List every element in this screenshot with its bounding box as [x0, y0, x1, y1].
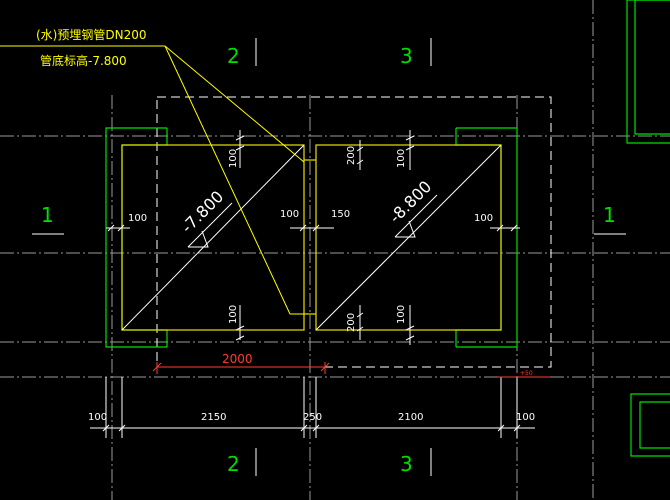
left-pit	[121, 144, 305, 331]
dim-left-pit-right: 100	[280, 209, 299, 220]
pit-diagonals	[121, 144, 502, 331]
highlight-dimension	[152, 362, 550, 378]
annotation-leader	[0, 45, 305, 315]
axis-label-2-bottom: 2	[227, 452, 240, 476]
axis-markers	[32, 38, 626, 476]
axis-label-3-bottom: 3	[400, 452, 413, 476]
dim-center: 150	[331, 209, 350, 220]
dimension-lines	[90, 130, 535, 438]
note-line-1: (水)预埋钢管DN200	[36, 27, 147, 42]
bottom-dim-1: 100	[88, 412, 107, 423]
note-line-2: 管底标高-7.800	[40, 53, 127, 68]
dashed-boundary	[156, 96, 552, 368]
dim-left-pit-top: 100	[228, 149, 239, 168]
bottom-dim-4: 2100	[398, 412, 423, 423]
axis-label-3-top: 3	[400, 44, 413, 68]
dim-left-wall: 100	[128, 213, 147, 224]
dim-right-wall: 100	[474, 213, 493, 224]
pit-outlines	[121, 144, 502, 331]
right-pit	[315, 144, 502, 331]
dim-left-pit-bottom: 100	[228, 305, 239, 324]
highlight-dim-label: 2000	[222, 352, 253, 366]
dim-right-pit-bottom-b: 100	[396, 305, 407, 324]
bottom-dim-3: 250	[303, 412, 322, 423]
elevation-right-symbol	[394, 194, 438, 238]
bottom-dim-2: 2150	[201, 412, 226, 423]
dim-right-pit-bottom-a: 200	[346, 313, 357, 332]
axis-label-1-right: 1	[603, 203, 616, 227]
dim-right-pit-top-b: 100	[396, 149, 407, 168]
bottom-dim-5: 100	[516, 412, 535, 423]
axis-label-1-left: 1	[41, 203, 54, 227]
tiny-dim-label: +50	[520, 370, 533, 377]
dim-right-pit-top-a: 200	[346, 146, 357, 165]
axis-label-2-top: 2	[227, 44, 240, 68]
elevation-left-label: -7.800	[177, 187, 227, 237]
elevation-right-label: -8.800	[385, 177, 435, 227]
elevation-left-symbol	[187, 202, 233, 248]
